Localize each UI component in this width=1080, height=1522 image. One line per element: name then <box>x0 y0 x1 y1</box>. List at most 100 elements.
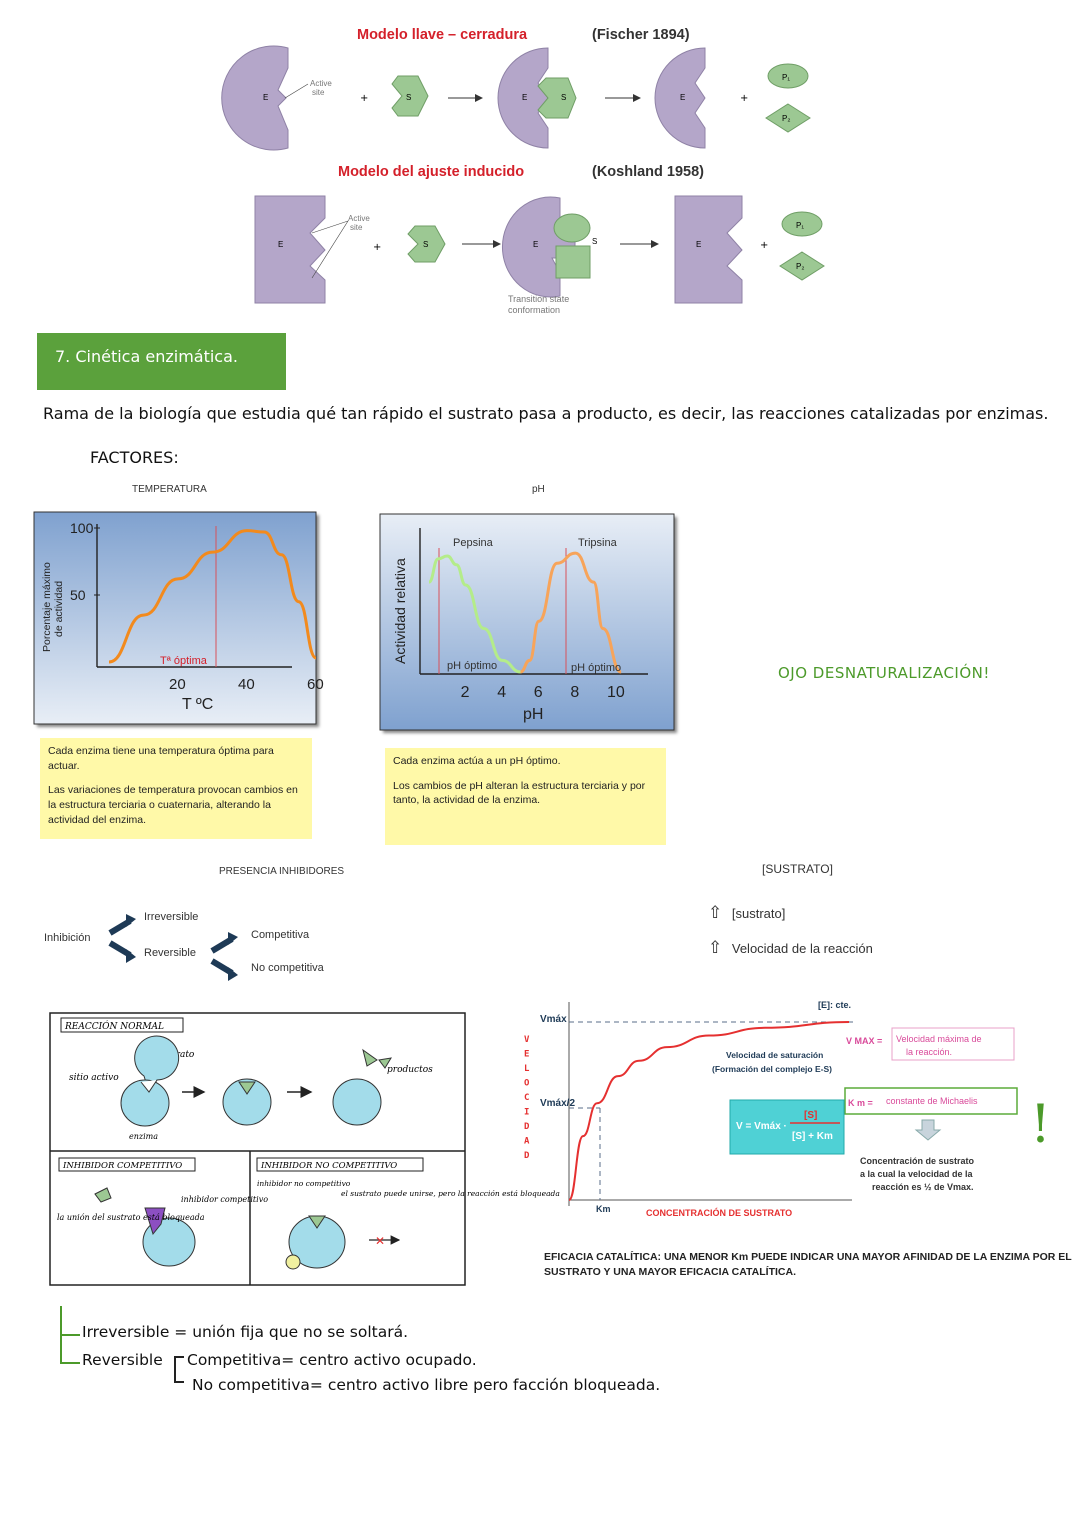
active-site-label-1b: site <box>312 88 325 97</box>
inhibidor-no-competitivo-label: inhibidor no competitivo <box>257 1179 351 1188</box>
intro-paragraph: Rama de la biología que estudia qué tan … <box>43 404 1049 423</box>
temp-y-axis-label-2: de actividad <box>53 581 65 637</box>
temp-x-axis-label: T ºC <box>182 696 213 713</box>
temp-series-line <box>108 529 317 664</box>
michaelis-chart: Vmáx Vmáx/2 Km CONCENTRACIÓN DE SUSTRATO… <box>512 996 1072 1226</box>
mm-y-axis-letter: C <box>524 1093 529 1103</box>
summary-reversible: Reversible <box>82 1351 163 1369</box>
plus-3: + <box>373 242 381 253</box>
section-header: 7. Cinética enzimática. <box>37 333 286 390</box>
summary-noncompetitive: No competitiva= centro activo libre pero… <box>192 1376 661 1394</box>
enzyme-label-6: E <box>696 240 701 249</box>
km-tick-label: Km <box>596 1204 611 1214</box>
mm-y-axis-letter: V <box>524 1035 530 1045</box>
temperature-caption: TEMPERATURA <box>132 484 207 495</box>
formula-den: [S] + Km <box>792 1131 833 1142</box>
ph-note: Cada enzima actúa a un pH óptimo. Los ca… <box>385 748 666 845</box>
lock-key-ref: (Fischer 1894) <box>592 27 690 43</box>
km-explain-3: reacción es ½ de Vmax. <box>872 1182 974 1192</box>
mm-series-line <box>568 1021 850 1201</box>
lock-key-title: Modelo llave – cerradura <box>357 27 528 43</box>
ph-x-tick-8: 8 <box>570 684 579 701</box>
up-arrow-icon: ⇧ <box>708 903 723 922</box>
product2-shape-1 <box>765 103 811 133</box>
branch-arrows-2 <box>210 932 238 981</box>
michaelis-chart-svg: Vmáx Vmáx/2 Km CONCENTRACIÓN DE SUSTRATO… <box>524 1000 1051 1218</box>
induced-fit-ref: (Koshland 1958) <box>592 164 704 180</box>
panel-noncomp-title: INHIBIDOR NO COMPETITIVO <box>260 1161 397 1171</box>
ph-note-2: Los cambios de pH alteran la estructura … <box>393 779 646 807</box>
vmax-def-2: la reacción. <box>906 1047 952 1057</box>
substrate-label-3: S <box>423 240 428 249</box>
inhibitors-caption: PRESENCIA INHIBIDORES <box>219 866 345 877</box>
km-explain-2: a la cual la velocidad de la <box>860 1169 974 1179</box>
induced-fit-title: Modelo del ajuste inducido <box>338 164 524 180</box>
temp-y-tick-50: 50 <box>70 587 86 603</box>
enzyme-label-5: E <box>533 240 538 249</box>
mm-y-axis-letter: A <box>524 1137 530 1147</box>
competitive-label: Competitiva <box>251 929 310 941</box>
ph-caption: pH <box>532 484 545 495</box>
catalytic-efficiency-note: EFICACIA CATALÍTICA: UNA MENOR Km PUEDE … <box>544 1251 1072 1279</box>
ph-series-label-pepsina: Pepsina <box>453 537 494 549</box>
enzyme-label-2: E <box>522 93 527 102</box>
inhibitor-diagram: REACCIÓN NORMAL sustrato sitio activo en… <box>49 1012 560 1286</box>
reversible-label: Reversible <box>144 947 196 959</box>
ph-x-tick-6: 6 <box>534 684 543 701</box>
km-explain-1: Concentración de sustrato <box>860 1156 975 1166</box>
transition-label-b: conformation <box>508 305 560 315</box>
sitio-activo-label: sitio activo <box>69 1073 119 1083</box>
substrate-shape-1 <box>391 75 429 117</box>
e-constant-label: [E]: cte. <box>818 1000 851 1010</box>
active-site-label-2a: Active <box>348 214 370 223</box>
mm-y-axis-letter: D <box>524 1122 530 1132</box>
inhibidor-competitivo-label: inhibidor competitivo <box>181 1195 268 1204</box>
temp-x-tick-40: 40 <box>238 676 255 693</box>
km-def-label: K m = <box>848 1098 873 1108</box>
vmax-def-1: Velocidad máxima de <box>896 1034 982 1044</box>
svg-text:✕: ✕ <box>375 1234 385 1248</box>
enzyme-shape-induced-1 <box>254 195 326 304</box>
ph-series-label-tripsina: Tripsina <box>578 537 618 549</box>
summary-tree: Irreversible = unión fija que no se solt… <box>58 1306 758 1402</box>
temperature-note-1: Cada enzima tiene una temperatura óptima… <box>48 745 274 772</box>
productos-label: productos <box>387 1065 433 1075</box>
enzyme-shape-1 <box>221 45 289 151</box>
ph-x-tick-10: 10 <box>607 684 625 701</box>
ph-x-axis-label: pH <box>523 706 543 723</box>
substrate-increase-label: [sustrato] <box>731 906 786 921</box>
substrate-label-4: S <box>592 237 597 246</box>
product2-label-1: P₂ <box>782 114 790 123</box>
inhibitor-diagram-svg: REACCIÓN NORMAL sustrato sitio activo en… <box>49 1012 560 1286</box>
mm-y-axis-letter: E <box>524 1050 529 1060</box>
temperature-note: Cada enzima tiene una temperatura óptima… <box>40 738 312 839</box>
panel-comp-title: INHIBIDOR COMPETITIVO <box>62 1161 182 1171</box>
ph-optimum-annotation-1: pH óptimo <box>447 660 497 672</box>
product1-label-1: P₁ <box>782 73 790 82</box>
temp-y-axis-label-1: Porcentaje máximo <box>41 562 53 652</box>
km-def: constante de Michaelis <box>886 1096 978 1106</box>
enzima-label: enzima <box>129 1132 158 1141</box>
mm-x-axis-label: CONCENTRACIÓN DE SUSTRATO <box>646 1207 792 1218</box>
enzyme-models-svg: Modelo llave – cerradura (Fischer 1894) … <box>221 27 825 315</box>
summary-irreversible: Irreversible = unión fija que no se solt… <box>82 1323 409 1341</box>
ph-x-tick-2: 2 <box>461 684 470 701</box>
vmax-def-label: V MAX = <box>846 1036 882 1046</box>
inhibition-tree: Inhibición Irreversible Reversible Compe… <box>40 905 350 985</box>
ph-y-axis-label: Actividad relativa <box>392 558 408 664</box>
substrate-shape-2 <box>407 225 446 263</box>
panel-normal-title: REACCIÓN NORMAL <box>64 1020 164 1032</box>
product1-shape-1 <box>767 63 809 89</box>
saturation-label: Velocidad de saturación <box>726 1050 823 1060</box>
branch-arrows-1 <box>108 914 136 963</box>
ph-note-1: Cada enzima actúa a un pH óptimo. <box>393 755 561 767</box>
formula-num: [S] <box>804 1110 817 1121</box>
substrate-label-1: S <box>406 93 411 102</box>
noncompetitive-label: No competitiva <box>251 962 324 974</box>
comp-note: la unión del sustrato está bloqueada <box>57 1213 205 1222</box>
ph-optimum-annotation-2: pH óptimo <box>571 662 621 674</box>
plus-1: + <box>360 93 368 104</box>
temp-y-tick-100: 100 <box>70 520 94 536</box>
